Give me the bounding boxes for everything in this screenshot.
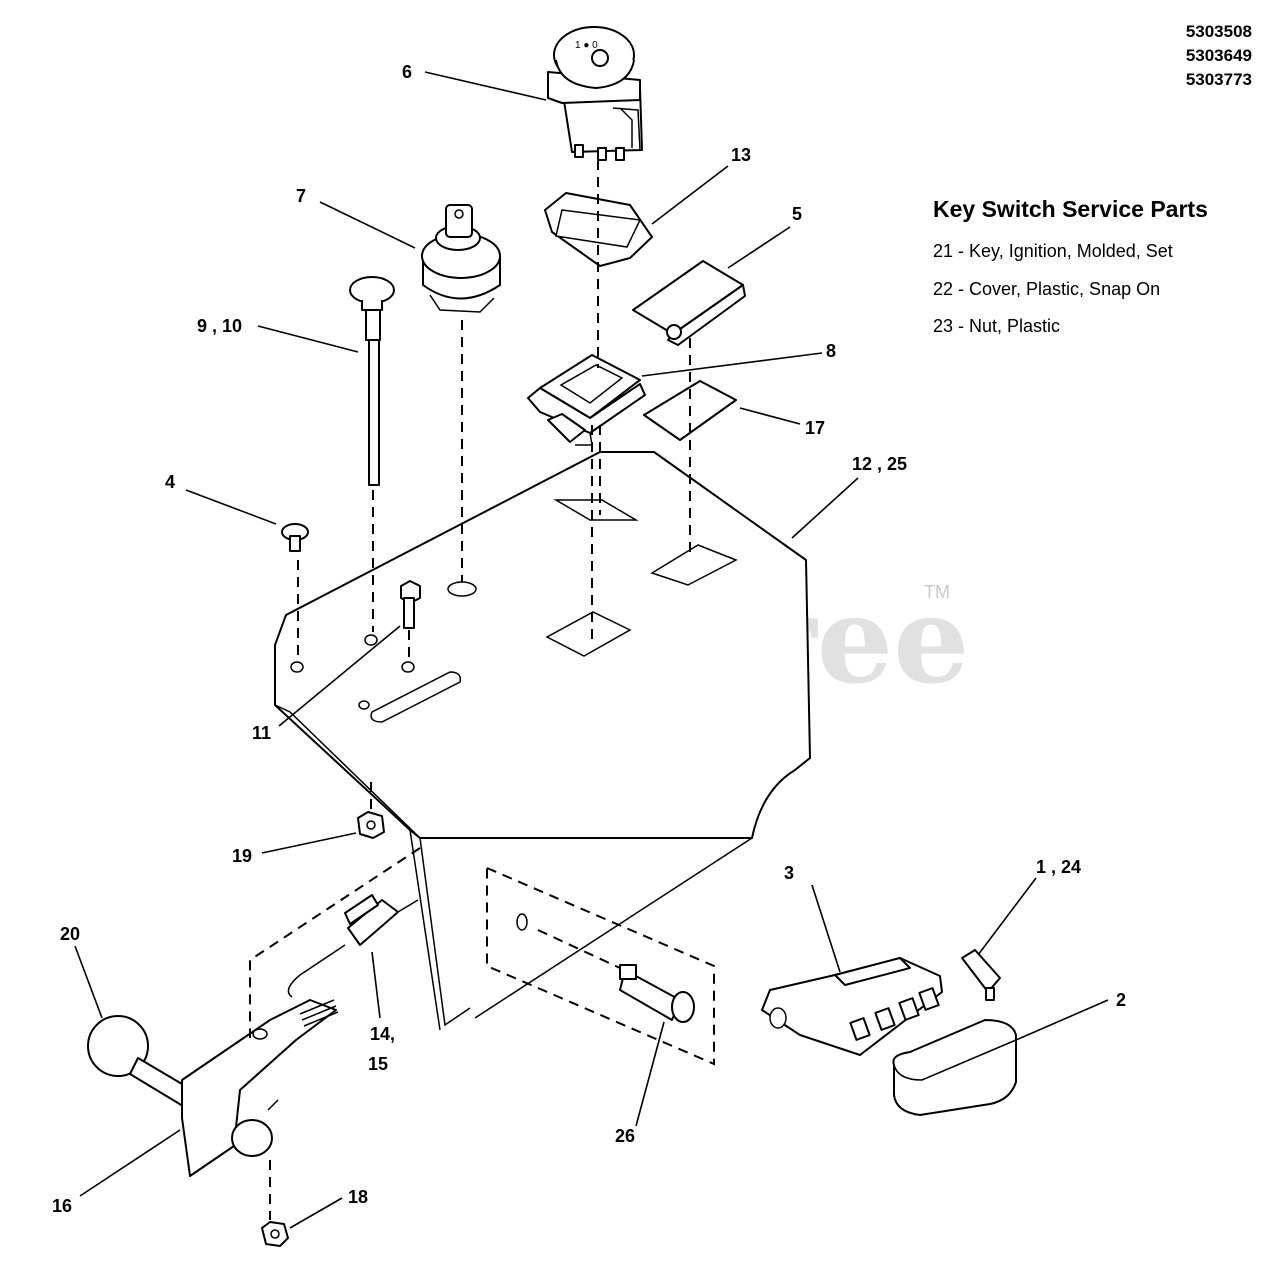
light-bulb-socket	[619, 964, 695, 1023]
panel-hole	[290, 661, 304, 673]
service-parts-legend: Key Switch Service Parts 21 - Key, Ignit…	[933, 196, 1208, 346]
part-number-list: 5303508 5303649 5303773	[1186, 20, 1252, 92]
screw	[281, 523, 309, 552]
callout-label: 26	[615, 1126, 635, 1146]
callout-label: 1 , 24	[1036, 857, 1081, 877]
panel-cutout	[553, 499, 639, 521]
callout-label: 15	[368, 1054, 388, 1074]
callout-label: 9 , 10	[197, 316, 242, 336]
bulb-bracket-outline	[486, 866, 715, 1066]
fuse	[961, 949, 1001, 1001]
fuse-holder	[761, 957, 943, 1056]
bulb-mount-hole	[516, 913, 528, 931]
callout-label: 8	[826, 341, 836, 361]
callout-label: 17	[805, 418, 825, 438]
callout-label: 6	[402, 62, 412, 82]
callout-label: 12 , 25	[852, 454, 907, 474]
panel-hole	[447, 581, 477, 597]
part-number: 5303508	[1185, 22, 1252, 41]
hex-nut	[357, 811, 385, 839]
panel-cutout	[650, 544, 738, 586]
panel-cutout	[545, 611, 632, 657]
pto-switch: 1 ● 0	[547, 26, 643, 161]
callout-labels: 6 13 7 5 9 , 10 8 17 12 , 25 4 11 19 3 1…	[52, 62, 1126, 1216]
switch-cover	[632, 260, 746, 346]
interlock-switch	[287, 894, 419, 998]
callout-label: 7	[296, 186, 306, 206]
callout-label: 19	[232, 846, 252, 866]
throttle-lever	[87, 999, 339, 1177]
callout-label: 18	[348, 1187, 368, 1207]
callout-label: 11	[252, 723, 271, 743]
fuse-cover	[892, 1019, 1017, 1116]
panel-hole	[364, 634, 378, 646]
choke-cable	[349, 276, 395, 486]
service-part-item: 21 - Key, Ignition, Molded, Set	[933, 241, 1173, 261]
callout-label: 2	[1116, 990, 1126, 1010]
callout-label: 5	[792, 204, 802, 224]
dash-panel	[274, 451, 811, 1031]
callout-label: 16	[52, 1196, 72, 1216]
panel-hole	[358, 700, 370, 710]
lever-nut	[261, 1221, 289, 1247]
panel-slot	[370, 671, 462, 723]
lever-knob	[87, 1015, 149, 1077]
watermark-tm: TM	[924, 582, 950, 602]
service-part-item: 22 - Cover, Plastic, Snap On	[933, 278, 1161, 299]
svg-text:1 ● 0: 1 ● 0	[575, 40, 598, 51]
callout-label: 4	[165, 472, 175, 492]
service-part-item: 23 - Nut, Plastic	[933, 316, 1061, 336]
part-number: 5303649	[1185, 46, 1252, 65]
ignition-switch	[421, 204, 501, 313]
switch-housing	[527, 354, 646, 446]
panel-hole	[401, 661, 415, 673]
callout-label: 14,	[370, 1024, 395, 1044]
bolt	[400, 580, 421, 629]
callout-label: 3	[784, 863, 794, 883]
service-parts-title: Key Switch Service Parts	[933, 196, 1208, 222]
callout-label: 20	[60, 924, 80, 944]
callout-label: 13	[731, 145, 751, 165]
leader-lines	[74, 71, 1109, 1229]
ignition-key-icon	[445, 204, 473, 238]
assembly-lines	[249, 160, 691, 1220]
part-number: 5303773	[1185, 70, 1252, 89]
